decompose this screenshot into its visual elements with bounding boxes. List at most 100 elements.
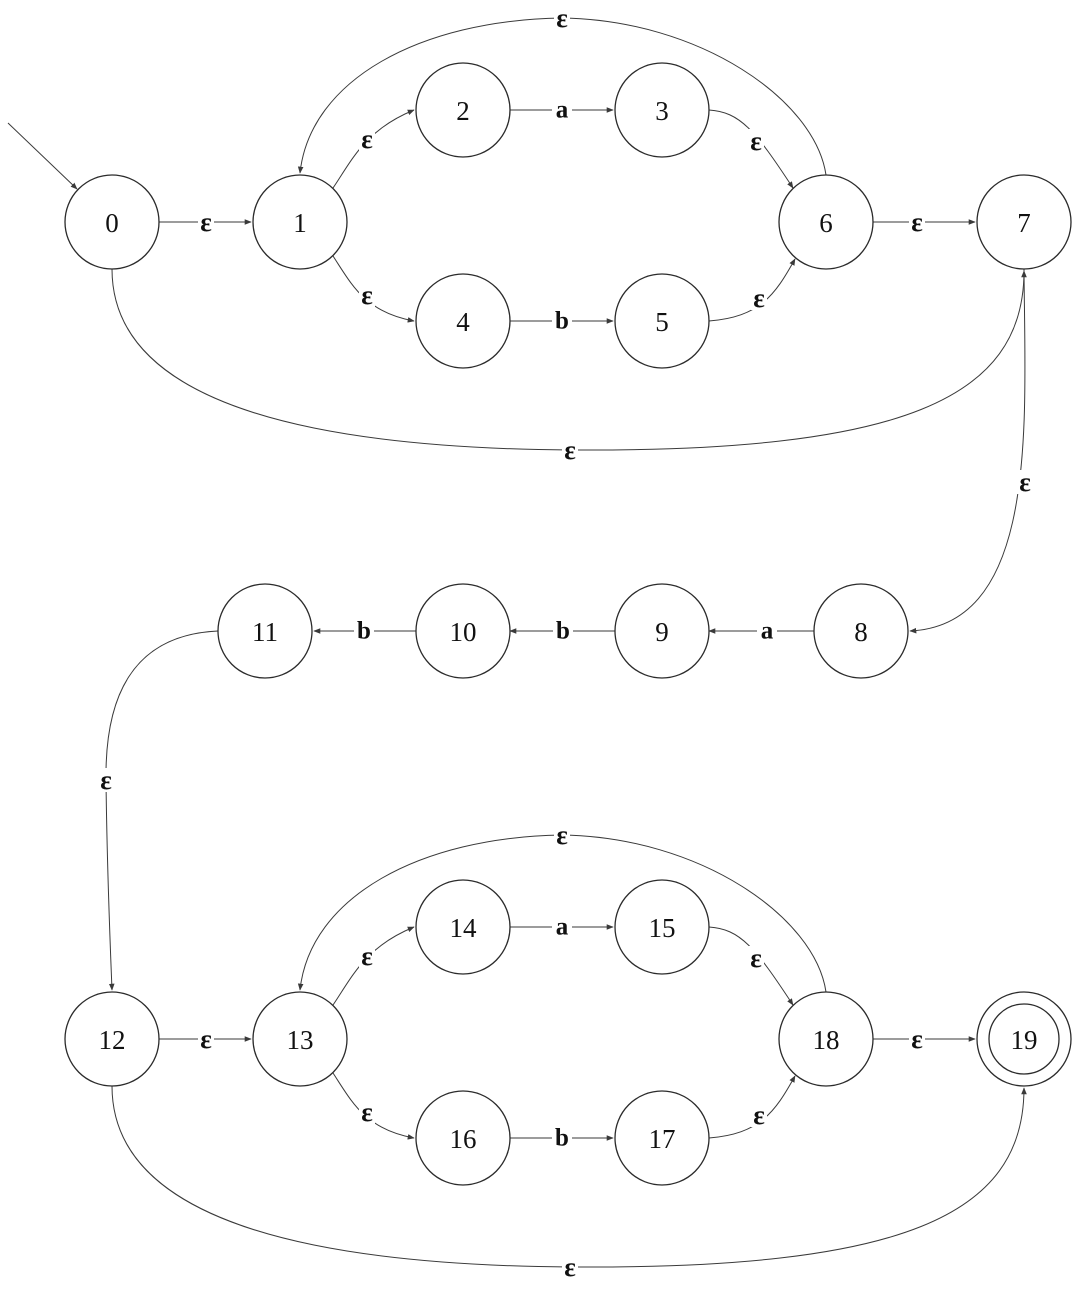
state-label: 17 — [649, 1124, 676, 1154]
state-circle — [217, 583, 313, 679]
state-label: 6 — [819, 208, 833, 238]
transition-label-12-to-13: ε — [200, 1024, 212, 1054]
transition-edge-7-to-8 — [909, 268, 1026, 634]
transition-label-background — [562, 1255, 578, 1279]
state-label: 16 — [450, 1124, 477, 1154]
state-circle — [614, 879, 710, 975]
state-label: 10 — [450, 617, 477, 647]
transition-label-1-to-2: ε — [361, 124, 373, 154]
accept-state-inner-circle — [988, 1003, 1060, 1075]
transition-label-background — [751, 1103, 767, 1127]
state-label: 8 — [854, 617, 868, 647]
state-circle — [614, 1090, 710, 1186]
transition-label-18-to-19: ε — [911, 1024, 923, 1054]
transition-label-background — [359, 944, 375, 968]
state-circle — [778, 174, 874, 270]
state-label: 3 — [655, 96, 669, 126]
state-circle — [778, 991, 874, 1087]
transition-label-background — [354, 619, 374, 643]
state-6: 6 — [778, 174, 874, 270]
transition-label-5-to-6: ε — [753, 283, 765, 313]
state-circle — [614, 273, 710, 369]
state-circle — [976, 174, 1072, 270]
transition-label-background — [553, 619, 573, 643]
transition-label-6-to-1: ε — [556, 3, 568, 33]
transition-label-9-to-10: b — [556, 618, 570, 645]
state-label: 18 — [813, 1025, 840, 1055]
transition-label-background — [98, 768, 114, 792]
transition-label-13-to-16: ε — [361, 1097, 373, 1127]
state-4: 4 — [415, 273, 511, 369]
state-label: 11 — [252, 617, 278, 647]
start-arrow — [7, 122, 78, 190]
state-circle — [415, 583, 511, 679]
transition-label-background — [552, 309, 572, 333]
transition-label-background — [359, 1100, 375, 1124]
state-label: 1 — [293, 208, 307, 238]
state-circle — [415, 273, 511, 369]
transition-label-background — [554, 6, 570, 30]
state-1: 1 — [252, 174, 348, 270]
state-circle — [976, 991, 1072, 1087]
state-10: 10 — [415, 583, 511, 679]
transition-label-background — [751, 286, 767, 310]
transition-label-4-to-5: b — [555, 308, 569, 335]
state-circle — [614, 583, 710, 679]
state-label: 7 — [1017, 208, 1031, 238]
transition-label-background — [748, 129, 764, 153]
state-circle — [252, 991, 348, 1087]
transition-label-1-to-4: ε — [361, 280, 373, 310]
transition-label-background — [554, 823, 570, 847]
state-label: 12 — [99, 1025, 126, 1055]
state-circle — [64, 991, 160, 1087]
transition-label-background — [909, 210, 925, 234]
transition-label-3-to-6: ε — [750, 126, 762, 156]
transition-label-16-to-17: b — [555, 1125, 569, 1152]
transition-label-background — [552, 98, 572, 122]
state-circle — [415, 879, 511, 975]
state-8: 8 — [813, 583, 909, 679]
state-12: 12 — [64, 991, 160, 1087]
transition-label-14-to-15: a — [556, 914, 569, 941]
transition-label-background — [748, 946, 764, 970]
transition-edge-11-to-12 — [105, 630, 219, 991]
state-17: 17 — [614, 1090, 710, 1186]
state-circle — [415, 62, 511, 158]
transition-label-13-to-14: ε — [361, 941, 373, 971]
state-14: 14 — [415, 879, 511, 975]
transition-label-background — [198, 1027, 214, 1051]
state-label: 9 — [655, 617, 669, 647]
state-label: 14 — [450, 913, 478, 943]
transition-label-15-to-18: ε — [750, 943, 762, 973]
transition-label-background — [359, 127, 375, 151]
transition-edge-12-to-19 — [111, 1085, 1027, 1268]
transition-label-background — [359, 283, 375, 307]
transition-label-background — [198, 210, 214, 234]
transition-label-18-to-13: ε — [556, 820, 568, 850]
transition-label-background — [562, 438, 578, 462]
state-circle — [614, 62, 710, 158]
state-7: 7 — [976, 174, 1072, 270]
transition-label-background — [552, 915, 572, 939]
transition-label-background — [757, 619, 777, 643]
state-16: 16 — [415, 1090, 511, 1186]
transition-edge-15-to-18 — [708, 926, 794, 1006]
state-label: 2 — [456, 96, 470, 126]
state-5: 5 — [614, 273, 710, 369]
state-9: 9 — [614, 583, 710, 679]
state-label: 15 — [649, 913, 676, 943]
state-circle — [813, 583, 909, 679]
transition-label-11-to-12: ε — [100, 765, 112, 795]
transition-label-0-to-7: ε — [564, 435, 576, 465]
state-0: 0 — [64, 174, 160, 270]
transition-label-background — [909, 1027, 925, 1051]
state-11: 11 — [217, 583, 313, 679]
state-label: 4 — [456, 307, 470, 337]
state-label: 19 — [1011, 1025, 1038, 1055]
transition-label-17-to-18: ε — [753, 1100, 765, 1130]
state-circle — [252, 174, 348, 270]
transition-label-0-to-1: ε — [200, 207, 212, 237]
accept-state-19: 19 — [976, 991, 1072, 1087]
state-circle — [415, 1090, 511, 1186]
